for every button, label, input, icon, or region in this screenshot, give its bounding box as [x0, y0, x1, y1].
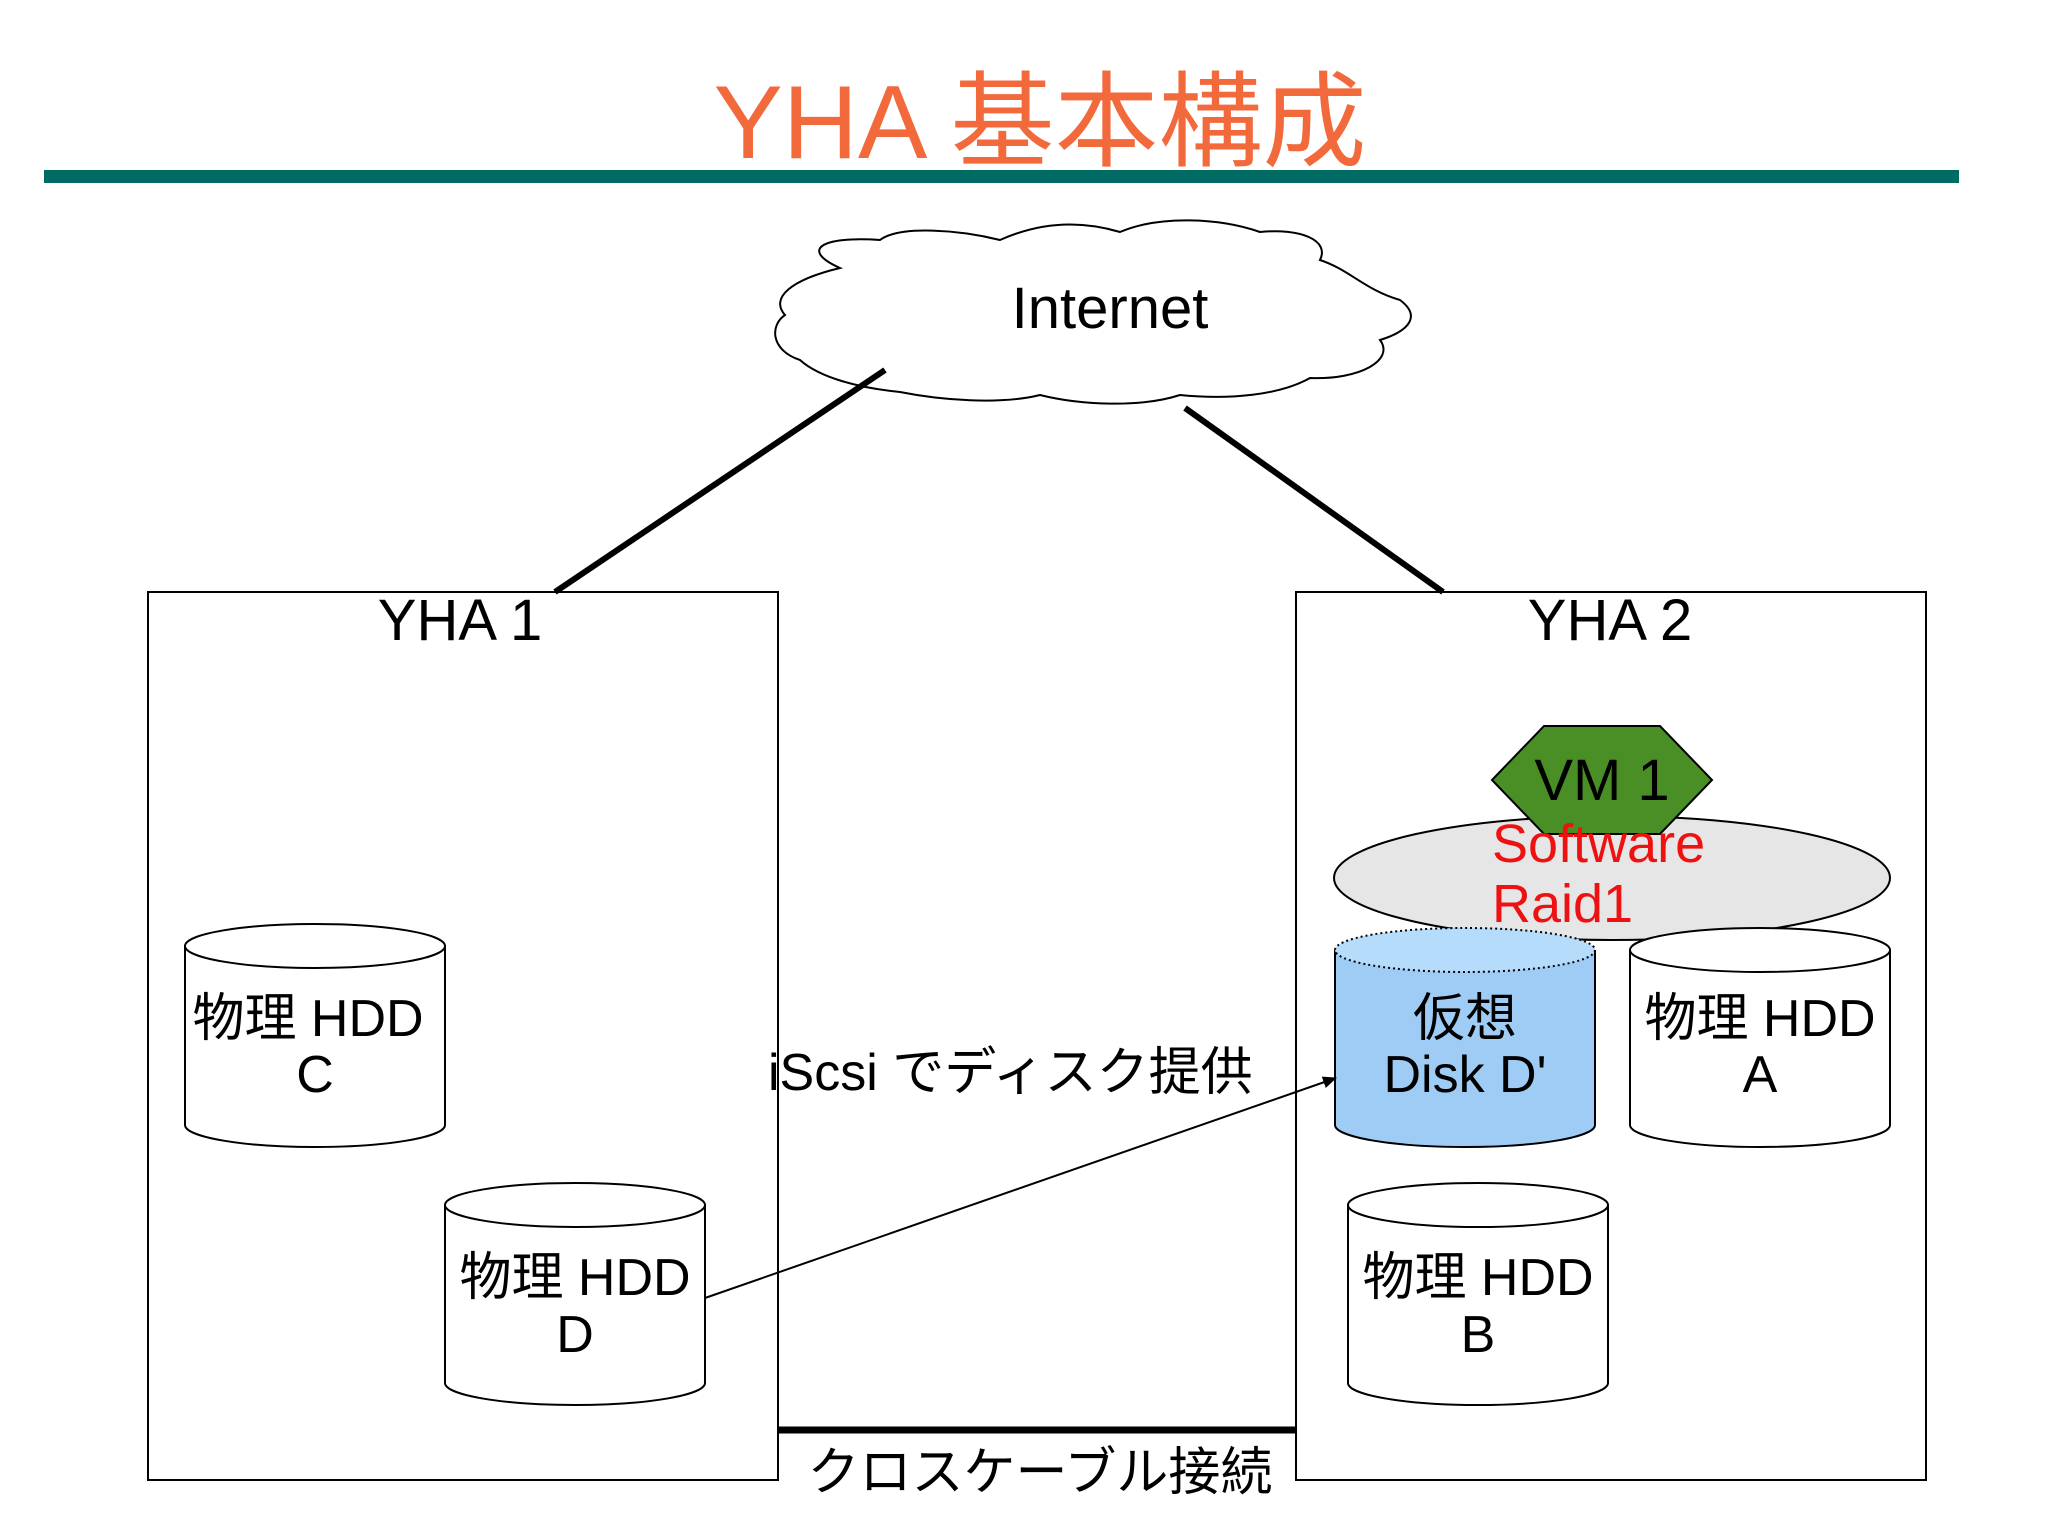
- disk-body: [184, 946, 446, 1148]
- cloud-shape: [774, 219, 1412, 405]
- cloud-label: Internet: [1012, 276, 1209, 341]
- cross-cable-label: クロスケーブル接続: [808, 1444, 1273, 1502]
- iscsi-arrow: [704, 1076, 1337, 1299]
- disk-top: [444, 1182, 706, 1228]
- disk-hdd-d: 物理 HDD D: [444, 1182, 706, 1406]
- disk-body: [1629, 950, 1891, 1148]
- disk-label-line1: 物理 HDD: [1644, 990, 1875, 1048]
- slide-title: YHA 基本構成: [714, 65, 1367, 181]
- server-yha2-label: YHA 2: [1528, 588, 1692, 653]
- disk-label-line1: 物理 HDD: [459, 1249, 690, 1307]
- disk-label-line2: C: [296, 1046, 334, 1104]
- disk-hdd-b: 物理 HDD B: [1347, 1182, 1609, 1406]
- raid-label-line2: Raid1: [1492, 874, 1633, 934]
- disk-virtual-d: 仮想 Disk D': [1334, 927, 1596, 1148]
- disk-label-line2: A: [1743, 1046, 1778, 1104]
- vm-label: VM 1: [1534, 748, 1669, 813]
- vm-1: VM 1: [1490, 725, 1714, 835]
- disk-label-line1: 仮想: [1413, 990, 1517, 1048]
- disk-top: [1347, 1182, 1609, 1228]
- title-rule: [44, 170, 1959, 183]
- disk-label-line2: D: [556, 1306, 594, 1364]
- disk-label-line1: 物理 HDD: [192, 990, 423, 1048]
- disk-body: [1334, 950, 1596, 1148]
- disk-top: [1334, 927, 1596, 973]
- disk-label-line2: Disk D': [1383, 1046, 1546, 1104]
- disk-hdd-c: 物理 HDD C: [184, 923, 446, 1148]
- server-yha1-box: [147, 591, 779, 1481]
- disk-body: [1347, 1205, 1609, 1406]
- disk-hdd-a: 物理 HDD A: [1629, 927, 1891, 1148]
- vm-hexagon: [1490, 725, 1714, 835]
- disk-top: [1629, 927, 1891, 973]
- internet-link-yha2: [1183, 405, 1445, 595]
- disk-label-line1: 物理 HDD: [1362, 1249, 1593, 1307]
- server-yha2-box: [1295, 591, 1927, 1481]
- iscsi-label: iScsi でディスク提供: [768, 1044, 1253, 1102]
- raid-label-line1: Software: [1492, 814, 1705, 874]
- disk-body: [444, 1205, 706, 1406]
- disk-top: [184, 923, 446, 969]
- disk-label-line2: B: [1461, 1306, 1496, 1364]
- internet-cloud: Internet: [774, 219, 1412, 405]
- server-yha1-label: YHA 1: [378, 588, 542, 653]
- internet-link-yha1: [553, 367, 887, 595]
